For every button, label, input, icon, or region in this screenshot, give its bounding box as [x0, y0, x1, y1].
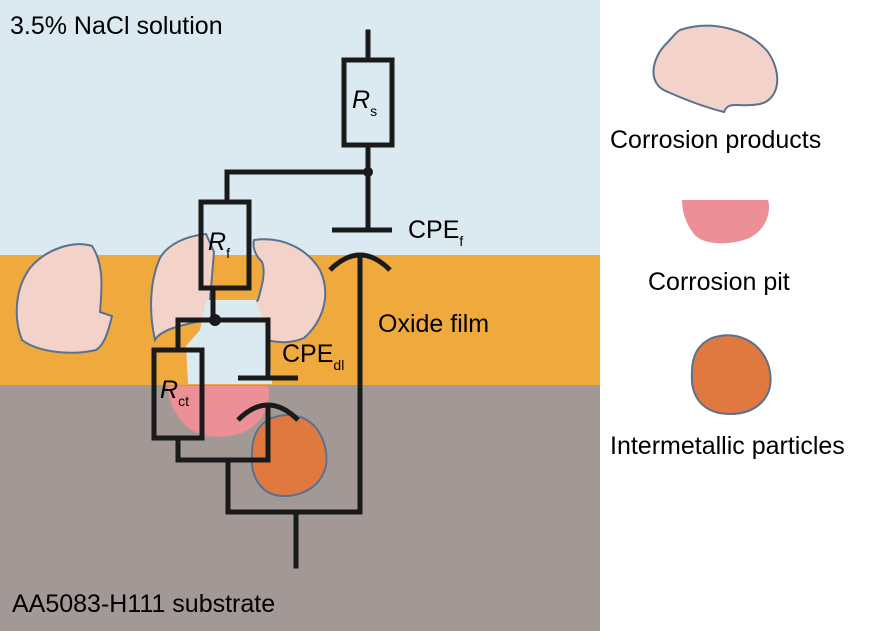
resistor-rf — [198, 199, 252, 291]
resistor-rs — [341, 57, 395, 148]
label-cpe-dl: CPEdl — [282, 340, 344, 373]
legend-corrosion-pit-swatch — [682, 200, 769, 244]
solution-label: 3.5% NaCl solution — [10, 12, 223, 40]
junction-node-middle — [209, 314, 221, 326]
junction-node-top — [363, 167, 373, 177]
cpe-dl-plate-arc — [236, 402, 300, 422]
substrate-label: AA5083-H111 substrate — [12, 590, 275, 618]
cpe-f-plate-arc — [328, 252, 392, 272]
legend-intermetallic-particles-label: Intermetallic particles — [610, 432, 845, 460]
legend: Corrosion products Corrosion pit Interme… — [610, 24, 845, 460]
oxide-film-label: Oxide film — [378, 310, 489, 338]
resistor-rct — [151, 347, 205, 441]
corrosion-pit — [168, 386, 269, 437]
intermetallic-particle-substrate — [250, 414, 328, 498]
label-rct: Rct — [160, 376, 189, 409]
label-cpe-f: CPEf — [408, 216, 463, 249]
legend-intermetallic-particles-swatch — [690, 334, 772, 416]
corrosion-product-left — [15, 243, 114, 354]
label-rs: Rs — [352, 86, 377, 119]
circuit-wires — [175, 29, 371, 569]
solution-layer — [0, 0, 600, 255]
legend-corrosion-products-label: Corrosion products — [610, 126, 821, 154]
label-rf: Rf — [208, 228, 230, 261]
legend-corrosion-products-swatch — [652, 24, 779, 114]
legend-corrosion-pit-label: Corrosion pit — [648, 268, 790, 296]
